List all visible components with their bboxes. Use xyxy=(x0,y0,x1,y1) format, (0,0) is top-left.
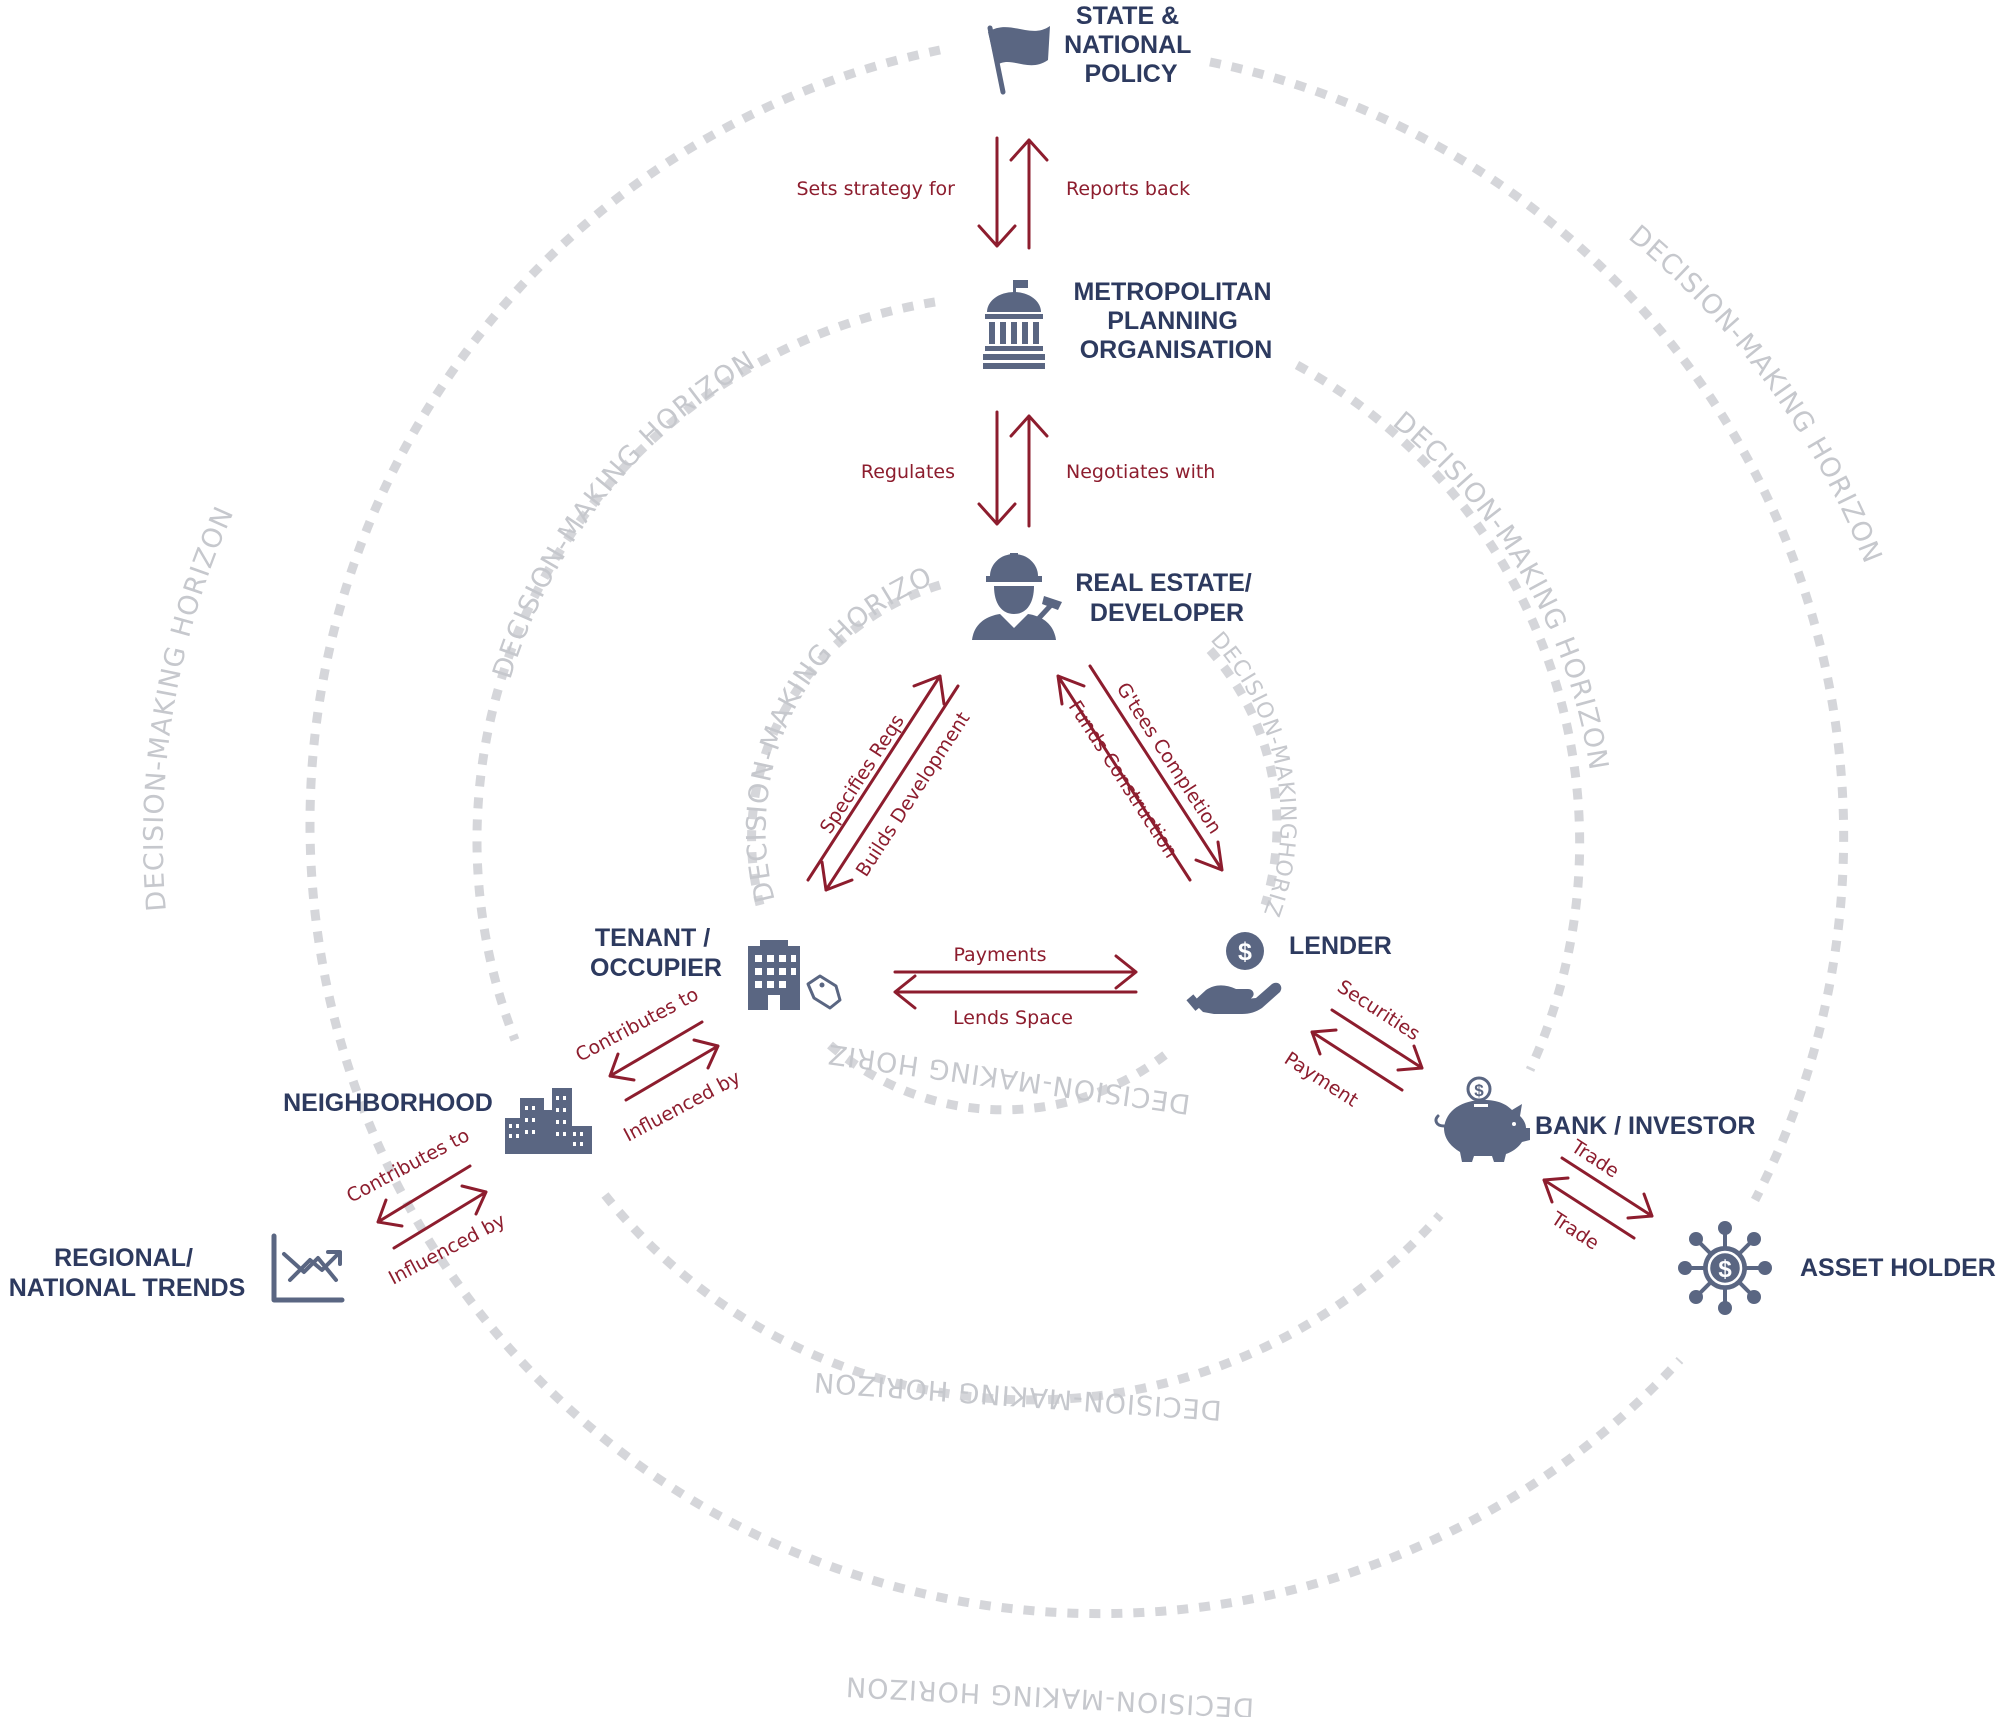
horizon-label-inner-bottom-inverted: DECISION-MAKING HORIZ xyxy=(826,1038,1193,1120)
arrow-to-lender xyxy=(893,954,1138,990)
edge-label-tenant-influenced-by: Influenced by xyxy=(620,1066,744,1146)
edge-state-mpo: Sets strategy for Reports back xyxy=(796,136,1190,250)
inner-horizon-ring-right xyxy=(1206,647,1282,907)
edge-label-neighborhood-contributes-to: Contributes to xyxy=(343,1124,473,1207)
edge-mpo-developer: Regulates Negotiates with xyxy=(861,410,1215,528)
node-state-policy: STATE & NATIONAL POLICY xyxy=(987,2,1198,95)
node-tenant: TENANT / OCCUPIER xyxy=(590,924,842,1010)
horizon-label-middle-bottom-inverted: DECISION-MAKING HORIZON xyxy=(812,1366,1222,1425)
edge-label-negotiates-with: Negotiates with xyxy=(1066,461,1215,483)
office-building-tag-icon xyxy=(748,940,842,1010)
edge-label-builds-development: Builds Development xyxy=(852,708,975,881)
edge-bank-asset-holder: Trade Trade xyxy=(1542,1135,1654,1255)
node-asset-holder: $ ASSET HOLDER xyxy=(1678,1221,1996,1315)
arrow-to-developer xyxy=(806,674,946,882)
flag-icon xyxy=(987,25,1050,95)
node-label-state-policy: STATE & NATIONAL POLICY xyxy=(1064,2,1198,88)
arrow-to-tenant xyxy=(820,684,960,892)
edge-label-sets-strategy: Sets strategy for xyxy=(796,178,955,200)
horizon-label-outer-right: DECISION-MAKING HORIZON xyxy=(1623,219,1888,568)
edge-developer-tenant: Specifies Reqs Builds Development xyxy=(806,674,975,892)
horizon-label-middle-left: DECISION-MAKING HORIZON xyxy=(487,345,761,682)
node-developer: REAL ESTATE/ DEVELOPER xyxy=(972,553,1258,640)
arrow-to-regional xyxy=(376,1164,472,1228)
edge-label-securities: Securities xyxy=(1333,976,1424,1045)
node-label-mpo: METROPOLITAN PLANNING ORGANISATION xyxy=(1073,278,1278,364)
arrow-up xyxy=(1009,414,1049,528)
edge-tenant-lender: Payments Lends Space xyxy=(893,944,1138,1029)
inner-horizon-ring-upper xyxy=(747,580,942,907)
node-label-regional: REGIONAL/ NATIONAL TRENDS xyxy=(9,1244,246,1302)
arrow-to-bank xyxy=(1542,1176,1636,1240)
edge-tenant-neighborhood: Contributes to Influenced by xyxy=(572,983,744,1146)
node-label-tenant: TENANT / OCCUPIER xyxy=(590,924,722,982)
edge-label-payments: Payments xyxy=(953,944,1046,966)
arrow-to-tenant xyxy=(893,974,1138,1010)
horizon-label-outer-left: DECISION-MAKING HORIZON xyxy=(139,502,241,913)
arrow-to-tenant xyxy=(624,1038,720,1102)
outer-horizon-ring-left xyxy=(305,45,1684,1619)
node-label-bank: BANK / INVESTOR xyxy=(1535,1112,1755,1140)
svg-text:$: $ xyxy=(1238,938,1252,966)
arrow-to-neighborhood xyxy=(608,1020,704,1082)
svg-text:$: $ xyxy=(1474,1081,1484,1100)
city-skyline-icon xyxy=(505,1088,592,1154)
piggy-bank-icon: $ xyxy=(1434,1076,1530,1162)
node-label-lender: LENDER xyxy=(1289,932,1392,960)
edge-label-trade-back: Trade xyxy=(1546,1207,1602,1254)
horizon-label-outer-bottom-inverted: DECISION-MAKING HORIZON xyxy=(844,1670,1254,1717)
node-mpo: METROPOLITAN PLANNING ORGANISATION xyxy=(983,278,1278,369)
outer-horizon-ring-right xyxy=(1209,57,1849,1203)
arrow-to-bank xyxy=(1330,1008,1424,1072)
trend-chart-icon xyxy=(271,1233,345,1303)
inner-horizon-ring-bottom xyxy=(827,1041,1168,1115)
edge-label-neighborhood-influenced-by: Influenced by xyxy=(385,1209,509,1289)
arrow-down xyxy=(977,136,1017,248)
middle-horizon-ring-bottom xyxy=(601,1192,1444,1405)
edge-developer-lender: G'tees Completion Funds Construction xyxy=(1056,664,1226,882)
node-label-developer: REAL ESTATE/ DEVELOPER xyxy=(1075,569,1258,627)
middle-horizon-ring-upper-left xyxy=(472,297,936,1042)
arrow-to-developer xyxy=(1056,674,1192,882)
edge-label-tenant-contributes-to: Contributes to xyxy=(572,983,702,1066)
edge-label-lends-space: Lends Space xyxy=(953,1007,1073,1029)
edge-neighborhood-regional: Contributes to Influenced by xyxy=(343,1124,509,1289)
arrow-to-asset-holder xyxy=(1560,1156,1654,1220)
svg-text:$: $ xyxy=(1718,1256,1732,1283)
node-lender: $ LENDER xyxy=(1186,932,1392,1014)
edge-label-gtees-completion: G'tees Completion xyxy=(1112,679,1226,838)
arrow-to-lender xyxy=(1310,1028,1404,1092)
arrow-up xyxy=(1009,138,1049,250)
edge-label-regulates: Regulates xyxy=(861,461,955,483)
node-neighborhood: NEIGHBORHOOD xyxy=(283,1088,592,1154)
edge-label-trade-out: Trade xyxy=(1566,1135,1622,1182)
arrow-down xyxy=(977,410,1017,526)
network-dollar-icon: $ xyxy=(1678,1221,1772,1315)
construction-worker-icon xyxy=(972,553,1062,640)
edge-lender-bank: Securities Payment xyxy=(1280,976,1424,1112)
arrow-to-lender xyxy=(1088,664,1224,872)
node-bank: $ BANK / INVESTOR xyxy=(1434,1076,1755,1162)
node-label-neighborhood: NEIGHBORHOOD xyxy=(283,1089,493,1117)
arrow-to-neighborhood xyxy=(392,1184,488,1250)
node-regional: REGIONAL/ NATIONAL TRENDS xyxy=(9,1233,345,1303)
horizon-label-inner-left: DECISION-MAKING HORIZON xyxy=(0,0,937,906)
government-building-icon xyxy=(983,280,1045,369)
edge-label-reports-back: Reports back xyxy=(1066,178,1190,200)
decision-horizon-rings xyxy=(305,45,1849,1619)
node-label-asset-holder: ASSET HOLDER xyxy=(1800,1254,1996,1282)
hand-dollar-icon: $ xyxy=(1186,932,1282,1014)
